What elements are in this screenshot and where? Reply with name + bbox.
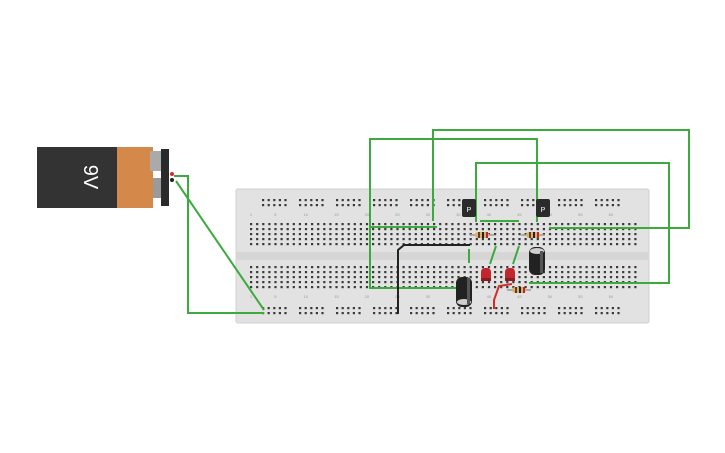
column-number: 40 (487, 212, 492, 217)
column-number: 15 (334, 212, 339, 217)
resistor-3[interactable] (507, 287, 531, 293)
wire-left-down[interactable] (369, 227, 460, 289)
column-number: 5 (274, 294, 277, 299)
wire-loop-left[interactable] (369, 138, 538, 228)
wires-green[interactable] (174, 129, 690, 314)
column-number: 45 (517, 212, 522, 217)
column-number: 10 (304, 294, 309, 299)
battery-cap (117, 147, 153, 208)
capacitor-1[interactable] (456, 277, 472, 307)
transistor-2[interactable]: P (536, 199, 550, 217)
transistor-label: P (467, 207, 472, 214)
battery-label: 9V (79, 165, 101, 190)
capacitor-2[interactable] (529, 247, 545, 275)
column-number: 50 (548, 294, 553, 299)
column-number: 35 (456, 212, 461, 217)
wire-black[interactable] (397, 244, 470, 314)
wire-loop-right[interactable] (475, 162, 670, 284)
battery-terminal-positive[interactable] (150, 151, 162, 171)
column-number: 45 (517, 294, 522, 299)
battery-terminal-negative[interactable] (153, 178, 162, 198)
transistor-label: P (541, 207, 546, 214)
column-number: 60 (609, 294, 614, 299)
resistor-1[interactable] (470, 232, 494, 238)
column-number: 30 (426, 212, 431, 217)
battery-lead-black (170, 178, 174, 182)
battery-lead-red (170, 172, 174, 176)
column-number: 20 (365, 294, 370, 299)
column-number: 10 (304, 212, 309, 217)
column-number: 50 (548, 212, 553, 217)
breadboard-column-numbers: 1155101015152020252530303535404045455050… (250, 212, 614, 299)
battery-body (37, 147, 119, 208)
breadboard[interactable]: 1155101015152020252530303535404045455050… (235, 188, 650, 324)
column-number: 20 (365, 212, 370, 217)
led-1[interactable] (481, 268, 491, 281)
battery-snap-connector (161, 149, 169, 206)
transistor-1[interactable]: P (462, 199, 476, 217)
breadboard-center-channel (236, 252, 649, 260)
resistor-2[interactable] (521, 232, 545, 238)
column-number: 55 (578, 212, 583, 217)
wire-battery-diagonal[interactable] (175, 180, 265, 311)
column-number: 15 (334, 294, 339, 299)
led-2[interactable] (505, 268, 515, 281)
battery-9v[interactable]: 9V (37, 147, 174, 208)
wire-short-b[interactable] (489, 245, 497, 265)
wire-battery-bottom-rail[interactable] (174, 175, 264, 314)
column-number: 40 (487, 294, 492, 299)
column-number: 25 (395, 212, 400, 217)
wire-short-c[interactable] (512, 245, 520, 265)
column-number: 5 (274, 212, 277, 217)
column-number: 1 (250, 212, 253, 217)
column-number: 60 (609, 212, 614, 217)
column-number: 1 (250, 294, 253, 299)
wire-red[interactable] (493, 283, 513, 309)
column-number: 30 (426, 294, 431, 299)
column-number: 55 (578, 294, 583, 299)
wire-loop-top[interactable] (432, 129, 690, 229)
